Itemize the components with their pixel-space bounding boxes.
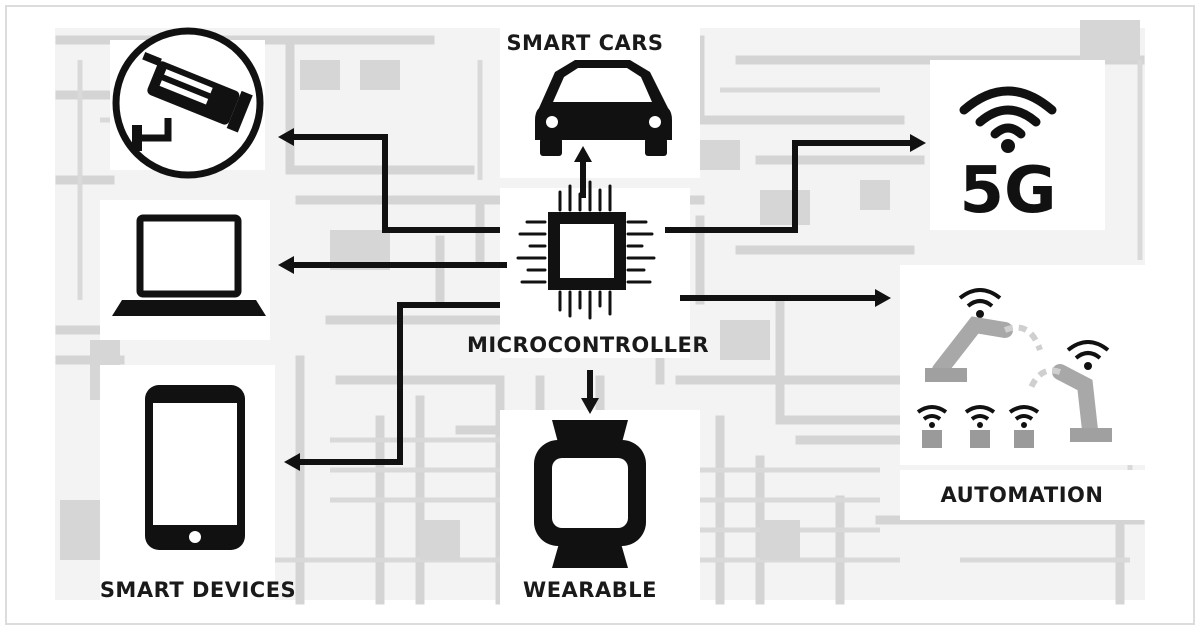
cctv-camera-icon (112, 27, 264, 179)
smart-devices-label: SMART DEVICES (100, 578, 296, 602)
smart-cars-label: SMART CARS (506, 31, 663, 55)
microchip-icon (516, 180, 656, 320)
car-icon (535, 60, 672, 156)
laptop-icon (112, 214, 266, 316)
automation-label: AUTOMATION (941, 483, 1104, 507)
5g-label: 5G (959, 154, 1056, 228)
connection-arrows (278, 128, 926, 471)
microcontroller-label: MICROCONTROLLER (467, 333, 709, 357)
wifi-icon (959, 86, 1057, 153)
robot-arm-icon (916, 288, 1112, 448)
wearable-watch-icon (534, 420, 646, 568)
wearable-label: WEARABLE (523, 578, 657, 602)
smartphone-icon (145, 385, 245, 550)
